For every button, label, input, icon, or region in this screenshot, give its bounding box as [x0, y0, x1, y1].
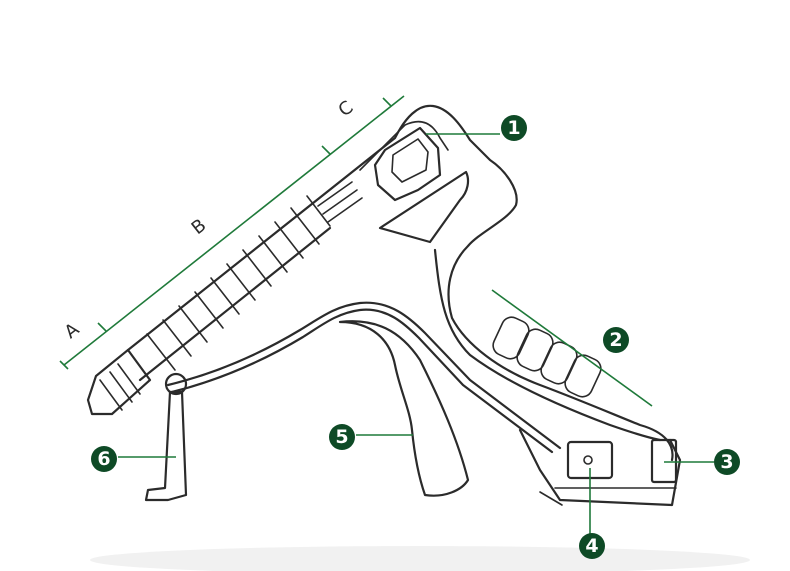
segment-label-c: C: [335, 97, 358, 121]
segment-label-b: B: [188, 215, 211, 239]
callout-badge-6: 6: [91, 446, 117, 472]
tick-b-end: [321, 145, 331, 155]
svg-text:3: 3: [720, 451, 733, 473]
tick-a-start: [59, 360, 69, 370]
kickstand: [144, 372, 188, 502]
leader-2: [491, 289, 653, 407]
svg-text:1: 1: [507, 117, 520, 139]
base-controls: [566, 438, 678, 484]
cable-port: [650, 438, 678, 484]
barrel-fins: [146, 181, 363, 371]
svg-text:4: 4: [585, 535, 598, 557]
kickstand-pivot: [164, 372, 188, 396]
segment-label-a: A: [61, 319, 84, 344]
callout-badge-4: 4: [579, 533, 605, 559]
tick-a-end: [97, 322, 107, 332]
svg-text:6: 6: [97, 448, 110, 470]
indicator-light: [583, 455, 593, 465]
floor-shadow: [90, 546, 750, 571]
callout-lines: [118, 133, 714, 534]
gun-body: [126, 104, 682, 507]
trigger: [338, 320, 470, 497]
svg-text:5: 5: [335, 426, 348, 448]
length-dimension-line: [59, 95, 405, 370]
callout-badge-2: 2: [603, 327, 629, 353]
callout-badge-1: 1: [501, 115, 527, 141]
callout-badge-5: 5: [329, 424, 355, 450]
stand-bracket: [166, 301, 562, 454]
svg-text:2: 2: [609, 329, 622, 351]
tick-c-end: [382, 97, 392, 107]
callout-badge-3: 3: [714, 449, 740, 475]
nozzle: [86, 348, 152, 416]
